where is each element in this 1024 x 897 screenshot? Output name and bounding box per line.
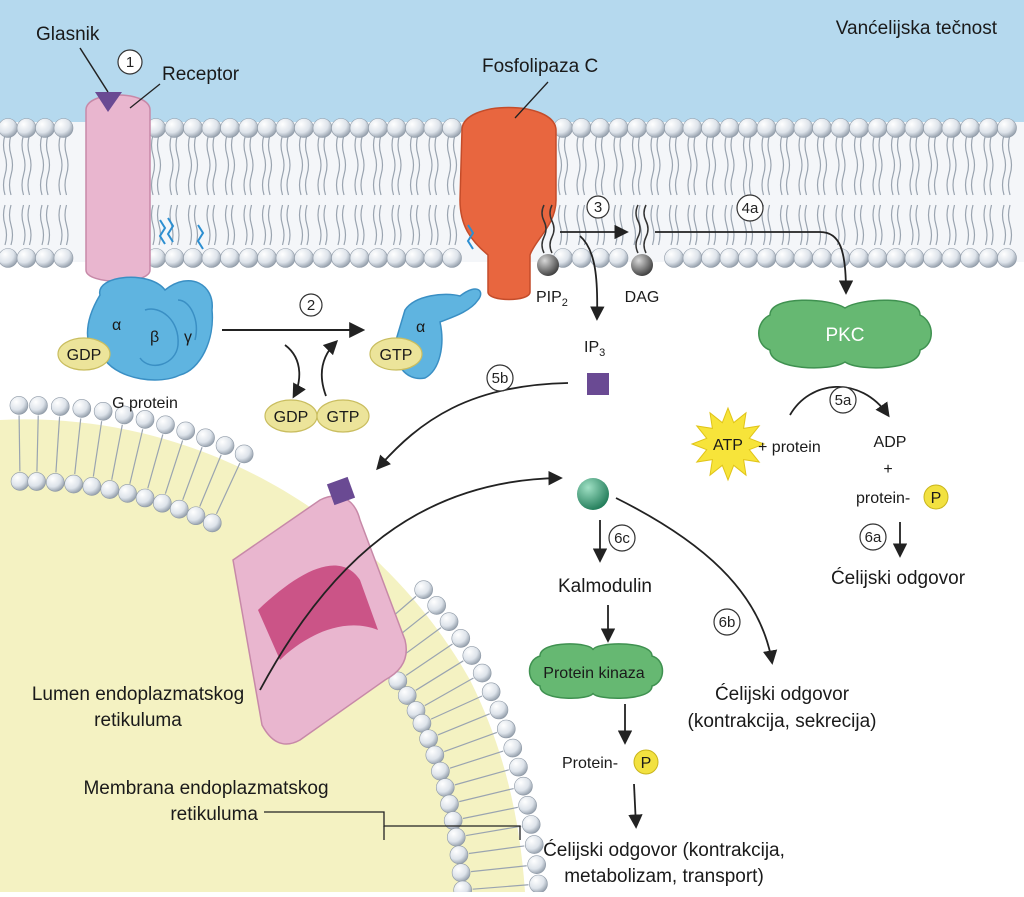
messenger-label: Glasnik (36, 24, 100, 45)
svg-text:3: 3 (594, 199, 602, 216)
svg-text:ATP: ATP (713, 437, 743, 454)
er-lumen-line2: retikuluma (94, 710, 182, 731)
response-6b-line1: Ćelijski odgovor (715, 683, 850, 705)
plus-sign: + (883, 461, 892, 478)
step-3-marker: 3 (586, 195, 610, 219)
calmodulin-label: Kalmodulin (558, 576, 652, 597)
svg-text:β: β (150, 329, 159, 346)
step-6b-marker: 6b (713, 608, 741, 636)
svg-text:5a: 5a (835, 392, 852, 409)
g-protein-trimer: α β γ (86, 276, 214, 381)
final-response-line1: Ćelijski odgovor (kontrakcija, (543, 839, 785, 861)
svg-text:6b: 6b (719, 614, 736, 631)
svg-text:4a: 4a (742, 200, 759, 217)
svg-text:GTP: GTP (380, 347, 413, 364)
g-protein-label: G protein (112, 395, 178, 412)
svg-text:5b: 5b (492, 370, 509, 387)
pip2-lipid (537, 204, 559, 276)
plc-label: Fosfolipaza C (482, 56, 598, 77)
svg-text:P: P (931, 490, 942, 507)
phosphorylation-arrow (789, 385, 890, 418)
ip3-to-er-arrow (376, 382, 569, 471)
plc-pointer (514, 81, 549, 119)
gtp-free: GTP (316, 399, 370, 433)
final-response-line2: metabolizam, transport) (564, 866, 764, 887)
er-membrane-line2: retikuluma (170, 804, 258, 825)
phosphoprotein-label: protein- (856, 490, 910, 507)
ip3-release-arrow (579, 235, 605, 321)
svg-text:1: 1 (126, 54, 134, 71)
svg-text:GTP: GTP (327, 409, 360, 426)
pip2-label: PIP2 (536, 289, 568, 309)
gtp-uptake-arrow (320, 339, 339, 397)
ip3-label: IP3 (584, 339, 605, 359)
svg-text:α: α (416, 319, 425, 336)
protein-phospho-label: Protein- (562, 755, 618, 772)
gtp-bound: GTP (369, 337, 423, 371)
er-membrane-line1: Membrana endoplazmatskog (83, 778, 328, 799)
dag-lipid (631, 204, 653, 276)
phosphate-badge-pkc: P (923, 484, 949, 510)
phospholipase-c (459, 106, 557, 301)
calcium-release-arrow (259, 470, 563, 691)
svg-text:6c: 6c (614, 530, 630, 547)
ip3-molecule (587, 373, 609, 395)
atp-burst: ATP (690, 406, 766, 482)
gdp-release-arrow (284, 344, 306, 399)
svg-text:Protein kinaza: Protein kinaza (543, 665, 644, 682)
step-6c-marker: 6c (608, 524, 636, 552)
svg-text:P: P (641, 755, 652, 772)
phosphate-badge-kinase: P (633, 749, 659, 775)
receptor-protein (85, 92, 205, 282)
pkc-enzyme: PKC (758, 299, 932, 369)
dag-to-pkc-arrow (655, 231, 854, 295)
final-response-arrow (628, 783, 643, 829)
step-6a-marker: 6a (859, 523, 887, 551)
svg-text:PKC: PKC (825, 325, 864, 346)
messenger-pointer (79, 47, 109, 93)
step-1-marker: 1 (117, 49, 143, 75)
svg-text:GDP: GDP (67, 347, 102, 364)
calcium-ion (577, 478, 609, 510)
ip3-receptor-channel (232, 476, 407, 745)
protein-kinase-enzyme: Protein kinaza (528, 643, 664, 699)
svg-text:γ: γ (184, 329, 192, 346)
dag-label: DAG (625, 289, 660, 306)
svg-text:α: α (112, 317, 121, 334)
step-5a-marker: 5a (829, 386, 857, 414)
step-5b-marker: 5b (486, 364, 514, 392)
svg-text:6a: 6a (865, 529, 882, 546)
plus-protein-label: + protein (758, 439, 821, 456)
svg-text:GDP: GDP (274, 409, 309, 426)
gdp-released: GDP (264, 399, 318, 433)
er-lumen-line1: Lumen endoplazmatskog (32, 684, 244, 705)
step-4a-marker: 4a (736, 194, 764, 222)
receptor-pointer (129, 83, 161, 109)
step-2-marker: 2 (299, 293, 323, 317)
gdp-bound: GDP (57, 337, 111, 371)
extracellular-fluid (0, 0, 1024, 122)
response-6b-line2: (kontrakcija, sekrecija) (688, 711, 877, 732)
svg-text:2: 2 (307, 297, 315, 314)
pkc-response-label: Ćelijski odgovor (831, 567, 966, 589)
calcium-response-arrow (615, 497, 778, 665)
extracellular-label: Vanćelijska tečnost (836, 18, 998, 39)
adp-label: ADP (874, 434, 907, 451)
receptor-label: Receptor (162, 64, 240, 85)
